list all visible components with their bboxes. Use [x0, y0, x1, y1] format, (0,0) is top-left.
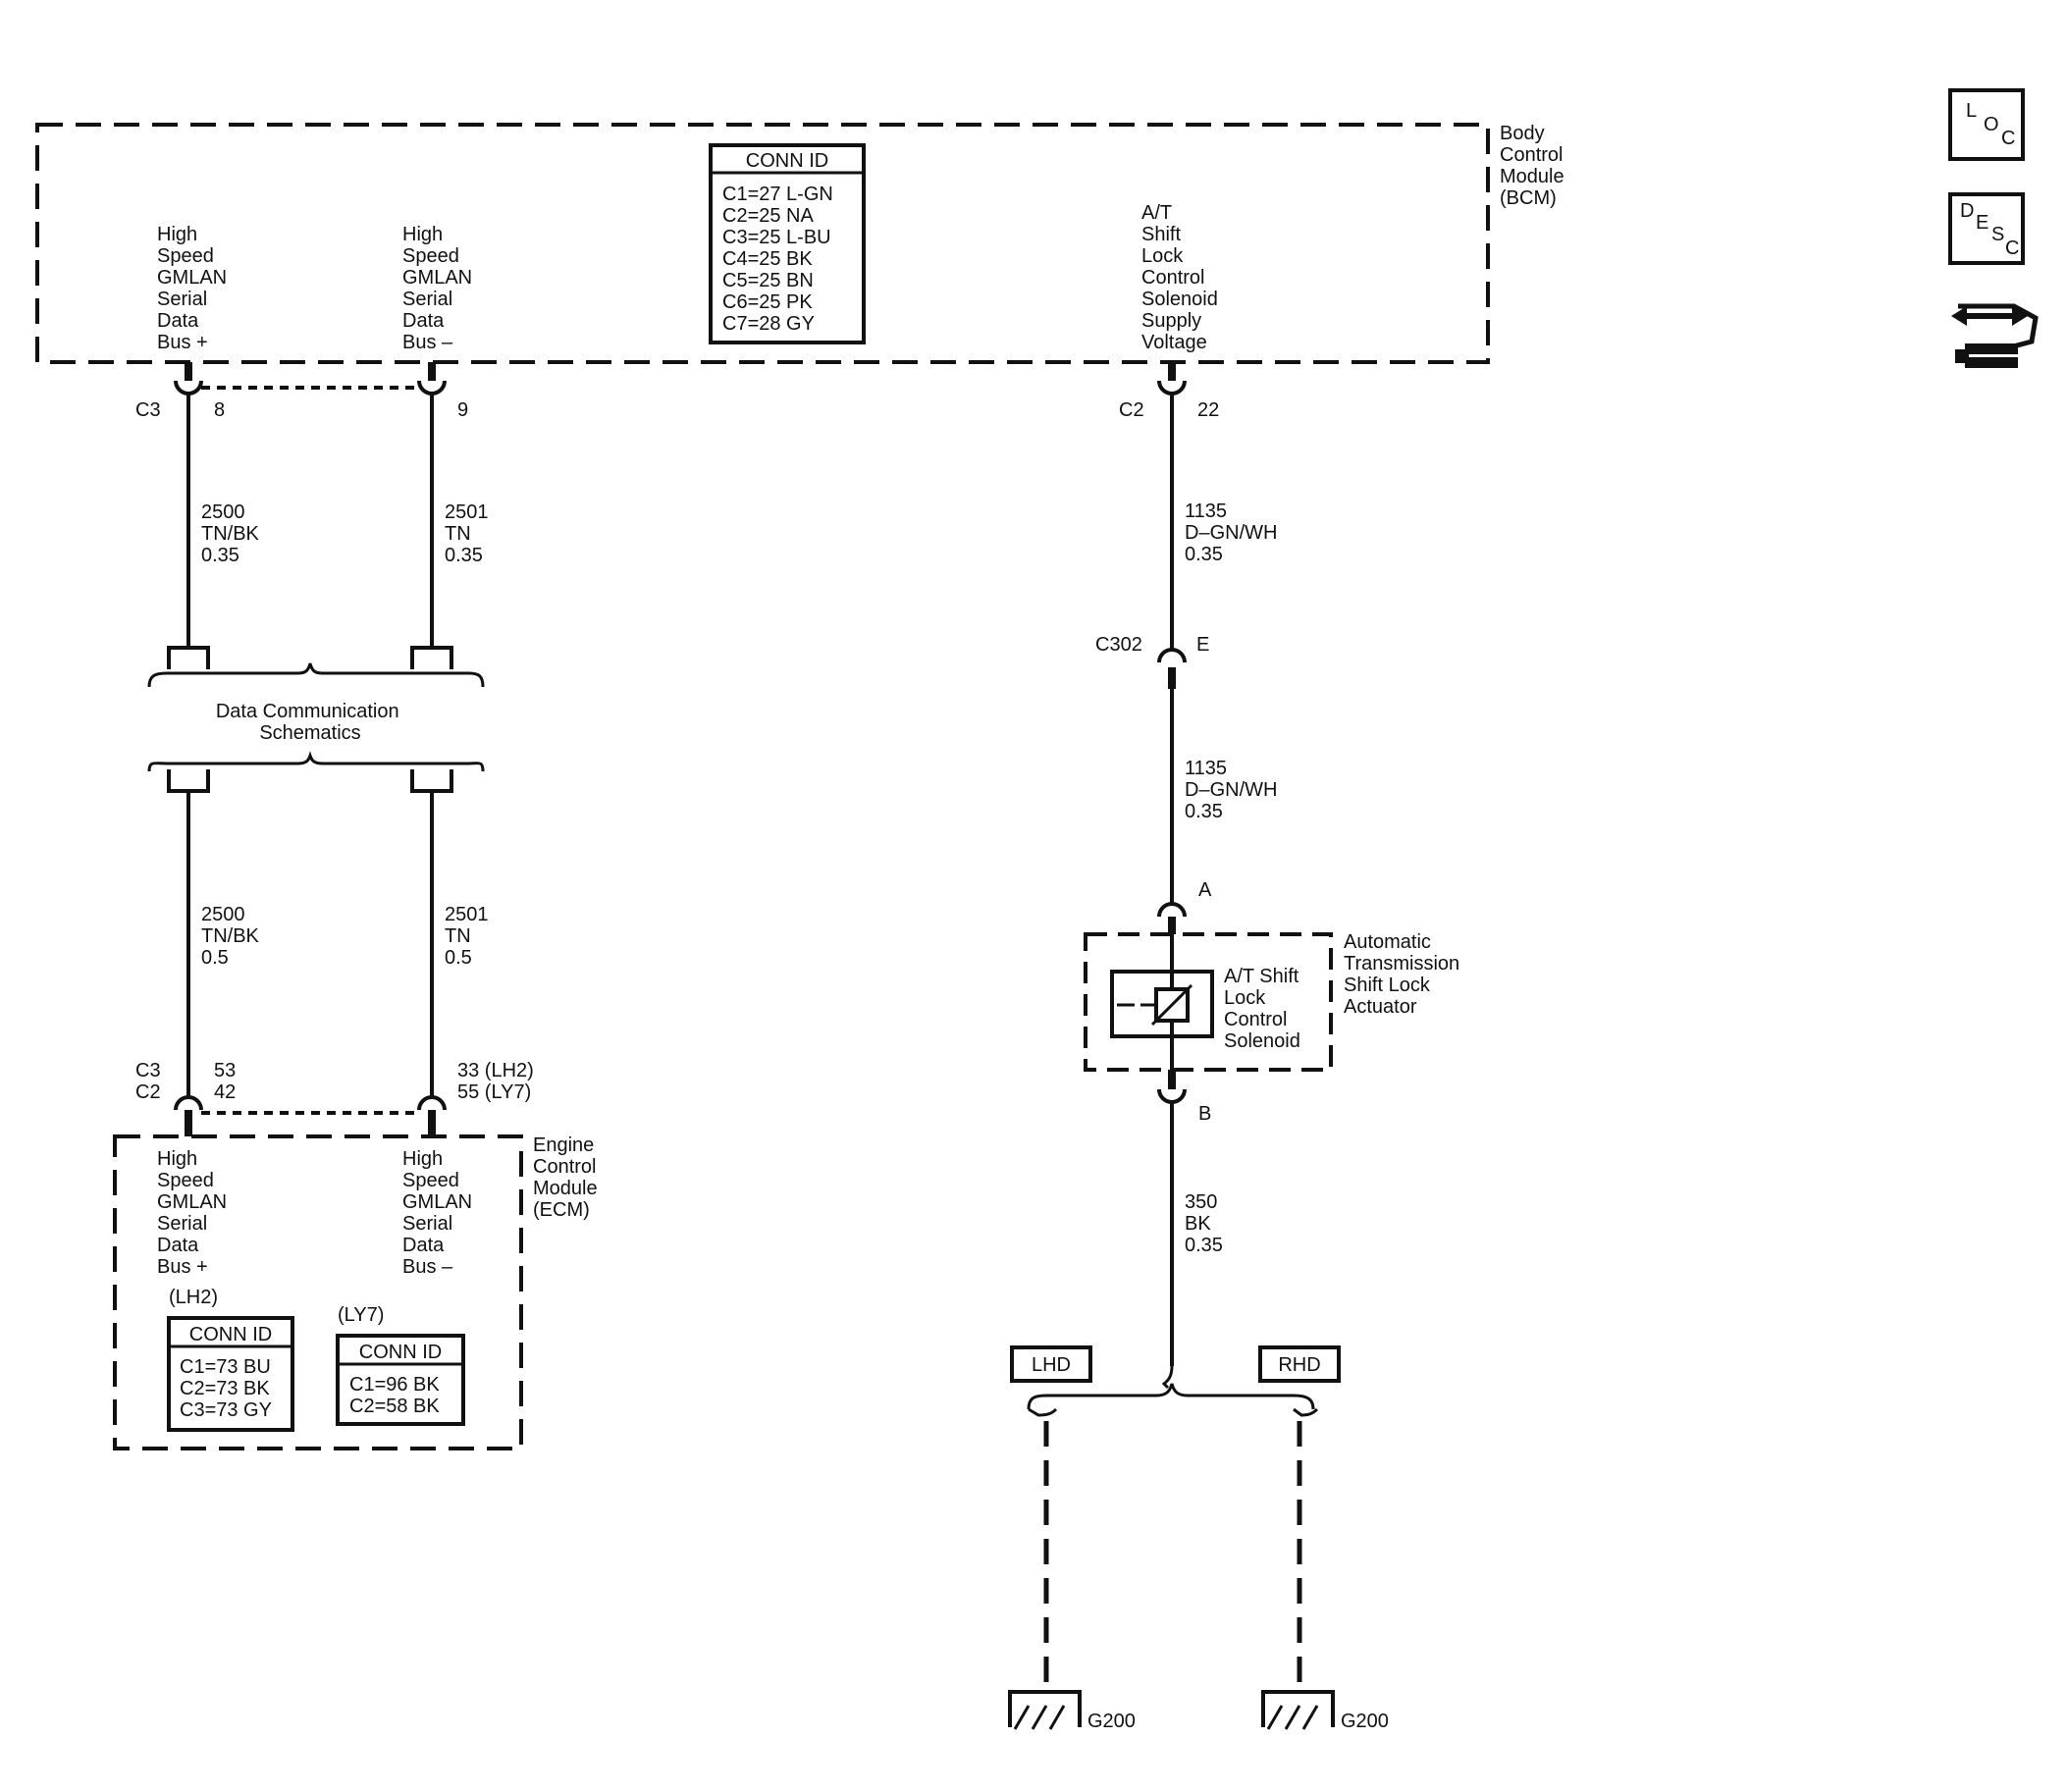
- bcm-c3-label: C3: [135, 399, 161, 421]
- ground-icon: [1261, 1690, 1335, 1730]
- ground-options: LHD RHD G200 G200: [1008, 1345, 1389, 1732]
- svg-text:RHD: RHD: [1278, 1354, 1320, 1376]
- solenoid-label: A/T Shift Lock Control Solenoid: [1224, 966, 1304, 1052]
- ecm-pin-label-bus-minus: High Speed GMLAN Serial Data Bus –: [402, 1148, 478, 1278]
- svg-text:CONN ID: CONN ID: [189, 1324, 272, 1345]
- ecm-pin-label-bus-plus: High Speed GMLAN Serial Data Bus +: [157, 1148, 233, 1278]
- connector-tool-icon[interactable]: [1951, 303, 2039, 368]
- ecm-name: Engine Control Module (ECM): [533, 1134, 603, 1221]
- wire-1135-lower-label: 1135 D–GN/WH 0.35: [1185, 758, 1283, 822]
- bcm-conn-id-rows: C1=27 L-GN C2=25 NA C3=25 L-BU C4=25 BK …: [722, 184, 838, 335]
- bcm-pin-label-bus-minus: High Speed GMLAN Serial Data Bus –: [402, 224, 478, 353]
- actuator-name: Automatic Transmission Shift Lock Actuat…: [1344, 931, 1465, 1018]
- actuator-boundary: [1084, 932, 1333, 1072]
- svg-text:C1=73 BU C2=73 BK: C1=73 BU C2=73 BK C3=73 GY: [180, 1356, 276, 1421]
- bcm-c3-pin-9: 9: [457, 399, 468, 421]
- bcm-connector-c3: C3 8 9: [135, 362, 468, 421]
- lhd-tag: [1010, 1345, 1092, 1383]
- ecm-lh2-tag: (LH2): [169, 1287, 218, 1308]
- loc-icon[interactable]: L O C: [1948, 88, 2025, 161]
- ecm-connector: C3 C2 53 42 33 (LH2) 55 (LY7): [135, 1060, 539, 1136]
- bcm-c3-pin-8: 8: [214, 399, 225, 421]
- actuator-pin-b: B: [1198, 1103, 1211, 1125]
- bcm-pin-label-bus-plus: High Speed GMLAN Serial Data Bus +: [157, 224, 233, 353]
- wire-1135-upper-label: 1135 D–GN/WH 0.35: [1185, 501, 1283, 565]
- shift-lock-actuator: A Automatic Transmission Shift Lock Actu…: [1084, 879, 1465, 1125]
- ground-icon: [1008, 1690, 1082, 1730]
- rhd-tag: [1258, 1345, 1341, 1383]
- svg-text:CONN ID: CONN ID: [359, 1342, 442, 1363]
- c302-label: C302: [1095, 634, 1142, 656]
- ground-label-left: G200: [1087, 1711, 1136, 1732]
- bcm-boundary: [35, 123, 1490, 364]
- bcm-conn-id-title: CONN ID: [746, 150, 828, 172]
- ground-label-right: G200: [1341, 1711, 1389, 1732]
- wire-2500-upper-label: 2500 TN/BK 0.35: [201, 501, 264, 566]
- svg-text:LHD: LHD: [1032, 1354, 1071, 1376]
- bcm-c2-pin-22: 22: [1197, 399, 1219, 421]
- ecm-boundary: [113, 1134, 523, 1450]
- bcm-connector-c2: C2 22: [1119, 362, 1219, 421]
- wire-350-label: 350 BK 0.35: [1185, 1191, 1223, 1256]
- svg-text:C1=96 BK C2=58 BK: C1=96 BK C2=58 BK: [349, 1374, 445, 1417]
- bcm-name: Body Control Module (BCM): [1500, 123, 1569, 209]
- ecm-connector-labels: C3 C2: [135, 1060, 166, 1103]
- solenoid-icon: [1110, 934, 1214, 1070]
- desc-icon[interactable]: D E S C: [1948, 192, 2025, 265]
- ecm-pin-bus-plus: 53 42: [214, 1060, 241, 1103]
- wire-2500-lower-label: 2500 TN/BK 0.5: [201, 904, 264, 969]
- ecm-ly7-tag: (LY7): [338, 1304, 384, 1326]
- engine-control-module: Engine Control Module (ECM) High Speed G…: [113, 1134, 603, 1450]
- actuator-pin-a: A: [1198, 879, 1212, 901]
- c302-pin-e: E: [1196, 634, 1209, 656]
- wire-2501-lower-label: 2501 TN 0.5: [445, 904, 494, 969]
- wire-2501-upper-label: 2501 TN 0.35: [445, 501, 494, 566]
- data-communication-reference: Data Communication Schematics: [147, 646, 485, 793]
- bcm-conn-id-table: CONN ID C1=27 L-GN C2=25 NA C3=25 L-BU C…: [709, 143, 866, 344]
- ecm-lh2-conn-id-table: CONN ID C1=73 BU C2=73 BK C3=73 GY: [167, 1316, 294, 1432]
- inline-connector-c302: C302 E: [1095, 634, 1209, 689]
- bcm-pin-label-shift-lock-supply: A/T Shift Lock Control Solenoid Supply V…: [1141, 202, 1223, 353]
- ecm-pin-bus-minus: 33 (LH2) 55 (LY7): [457, 1060, 539, 1103]
- ecm-ly7-conn-id-table: CONN ID C1=96 BK C2=58 BK: [336, 1334, 465, 1426]
- body-control-module: Body Control Module (BCM) CONN ID C1=27 …: [35, 123, 1569, 364]
- bcm-c2-label: C2: [1119, 399, 1144, 421]
- data-communication-label[interactable]: Data Communication Schematics: [216, 701, 404, 744]
